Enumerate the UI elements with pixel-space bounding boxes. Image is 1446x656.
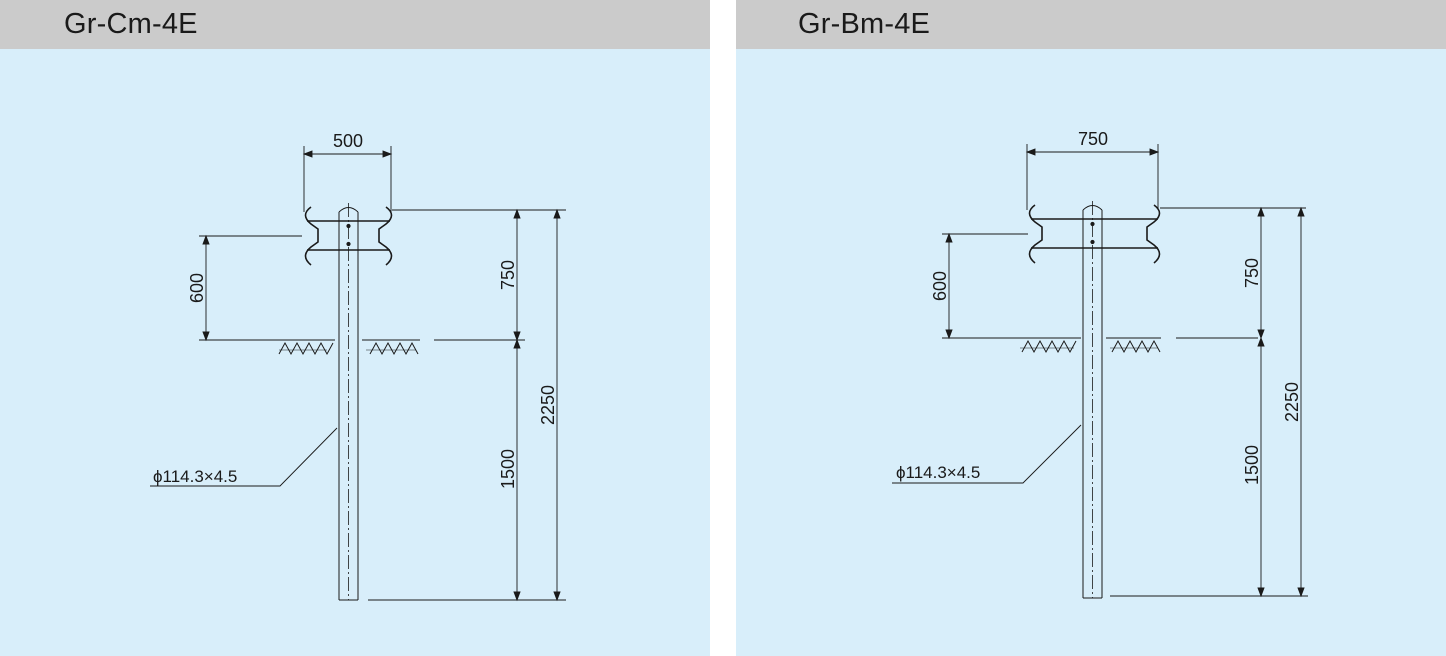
dimension-width [302,146,393,212]
dim-width-label: 500 [333,131,363,151]
pipe-spec-label: ϕ114.3×4.5 [153,467,237,486]
dimension-width [1025,144,1160,210]
dimension-rail-height [942,232,1028,340]
post [338,203,359,601]
dimension-vertical [368,208,566,602]
dimension-rail-height [199,234,302,342]
post [1082,201,1103,599]
guardrail-beam [1028,204,1161,264]
panel-header: Gr-Cm-4E [0,0,710,49]
pipe-spec-label: ϕ114.3×4.5 [896,463,980,482]
dim-total-label: 2250 [1282,382,1302,422]
ground-line [942,337,1258,354]
pipe-leader [892,424,1082,484]
ground-line [199,339,525,356]
dim-rail-height-label: 600 [930,271,950,301]
dim-rail-height-label: 600 [187,273,207,303]
pipe-leader [150,427,338,487]
drawing-panel-gr-cm-4e: Gr-Cm-4E [0,0,710,656]
panel-title: Gr-Cm-4E [64,8,198,40]
guardrail-beam [304,206,393,266]
dim-above-ground-label: 750 [498,260,518,290]
dim-width-label: 750 [1078,129,1108,149]
dimension-vertical [1110,206,1308,598]
drawing-panel-gr-bm-4e: Gr-Bm-4E [736,0,1446,656]
guardrail-drawing: 750 600 750 1500 2250 ϕ114.3×4.5 [892,129,1308,599]
dim-above-ground-label: 750 [1242,258,1262,288]
dim-embedment-label: 1500 [1242,445,1262,485]
dim-embedment-label: 1500 [498,449,518,489]
panel-header: Gr-Bm-4E [736,0,1446,49]
guardrail-drawing: 500 600 750 1500 2250 ϕ114.3×4.5 [150,131,566,602]
panel-title: Gr-Bm-4E [798,8,931,40]
dim-total-label: 2250 [538,385,558,425]
